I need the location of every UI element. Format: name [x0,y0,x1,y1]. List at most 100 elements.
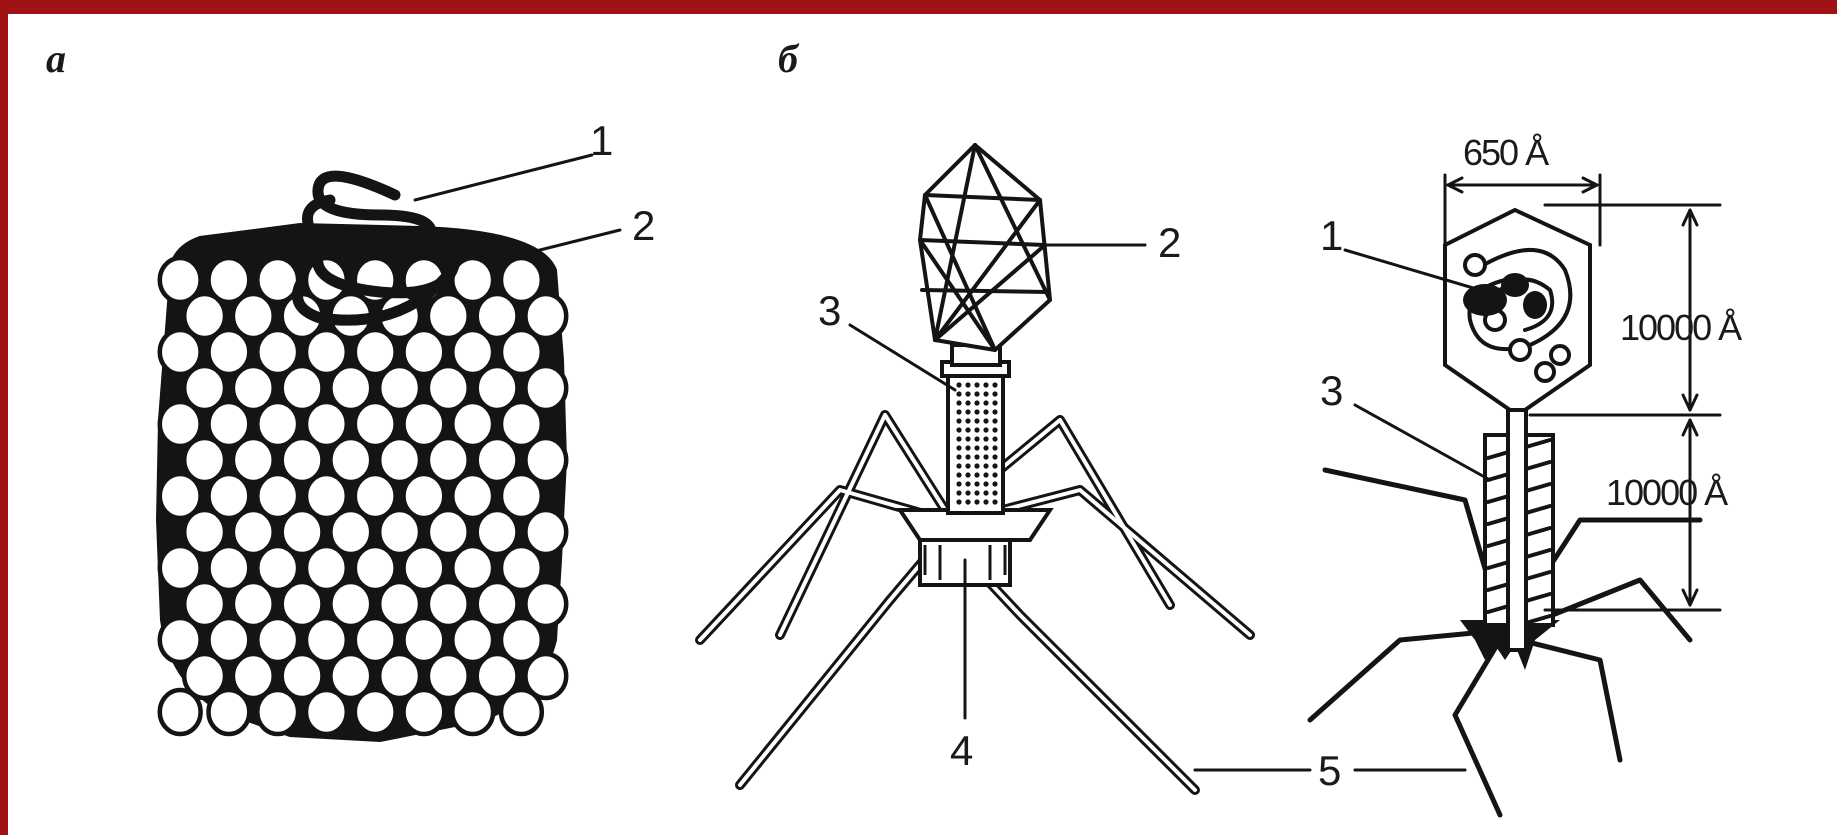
frame-border-left [0,0,8,835]
callout-label-1: 1 [590,117,613,164]
sheath-dot [965,490,970,495]
callout-label-2: 2 [632,202,655,249]
sheath-dot [965,454,970,459]
sheath-dot [956,445,961,450]
capsomere-cell [209,690,250,734]
sheath-dot [974,490,979,495]
sheath-dot [956,499,961,504]
sheath-dot [983,481,988,486]
panel-b-label: б [778,36,800,81]
sheath-dot [956,382,961,387]
sheath-dot [974,454,979,459]
sheath-dot [965,391,970,396]
capsomere-cell [257,690,298,734]
sheath-dot [965,481,970,486]
sheath-dot [956,454,961,459]
sheath-dot [992,382,997,387]
sheath-dot [983,472,988,477]
sheath-dot [992,499,997,504]
sheath-dot [992,454,997,459]
capsomere-cell [355,690,396,734]
sheath-dot [983,382,988,387]
sheath-dot [992,400,997,405]
frame-border-top [0,0,1837,14]
dimension-head-width: 650 Å [1463,132,1549,173]
callout-label-b4: 4 [950,727,973,774]
sheath-dot [992,436,997,441]
tail-core [1508,410,1526,650]
sheath-dot [983,409,988,414]
sheath-dot [956,481,961,486]
callout-label-b3: 3 [818,287,841,334]
sheath-dot [956,391,961,396]
capsomere-cell [404,690,445,734]
base-plate [900,510,1050,585]
sheath-dot [965,445,970,450]
sheath-dot [983,427,988,432]
sheath-dot [983,499,988,504]
callout-label-b1: 1 [1320,212,1343,259]
sheath-dot [974,409,979,414]
panel-a: а 1 2 [46,36,655,740]
sheath-dot [974,472,979,477]
sheath-dot [983,391,988,396]
sheath-dot [965,472,970,477]
capsomere-cell [452,690,493,734]
sheath-dot [956,463,961,468]
sheath-dot [965,382,970,387]
panel-b: б [700,36,1742,815]
sheath-dot [956,427,961,432]
callout-line-b3r [1355,405,1490,480]
sheath-dot [992,391,997,396]
sheath-dot [965,463,970,468]
sheath-dot [974,427,979,432]
sheath-dot [965,436,970,441]
sheath-dot [974,463,979,468]
sheath-dot [974,481,979,486]
icosahedral-head [920,145,1050,350]
capsomere-cell [160,690,201,734]
sheath-dot [965,499,970,504]
callout-label-b2: 2 [1158,219,1181,266]
sheath-dot [983,454,988,459]
sheath-dot [983,490,988,495]
sheath-dot [992,481,997,486]
capsomere-cell [501,690,542,734]
callout-label-5: 5 [1318,747,1341,794]
sheath-dot [983,400,988,405]
sheath-dot [974,499,979,504]
sheath-dot [983,436,988,441]
sheath-dot [983,445,988,450]
capsomere-cells [160,258,566,734]
sheath-dot [956,418,961,423]
sheath-dot [992,445,997,450]
panel-a-label: а [46,36,66,81]
sheath-dot [992,463,997,468]
sheath-dot [956,472,961,477]
callout-label-b3r: 3 [1320,367,1343,414]
sheath-dot [974,445,979,450]
sheath-dot [956,490,961,495]
sheath-dot [965,409,970,414]
sheath-dot [956,409,961,414]
callout-line-2 [520,230,620,255]
capsomere-cell [306,690,347,734]
sheath-dot [992,472,997,477]
sheath-dot [992,490,997,495]
dimension-head-length: 10000 Å [1620,307,1742,348]
sheath-dot [965,427,970,432]
sheath-dot [965,400,970,405]
sheath-dot [992,427,997,432]
virus-rod-icon [158,176,566,740]
sheath-dot [974,391,979,396]
sheath-dot [974,400,979,405]
sheath-dot [974,382,979,387]
sheath-dot [992,409,997,414]
sheath-dot [974,436,979,441]
dimension-tail-length: 10000 Å [1606,472,1728,513]
callout-line-1 [415,155,592,200]
sheath-dot [956,400,961,405]
sheath-dot [992,418,997,423]
